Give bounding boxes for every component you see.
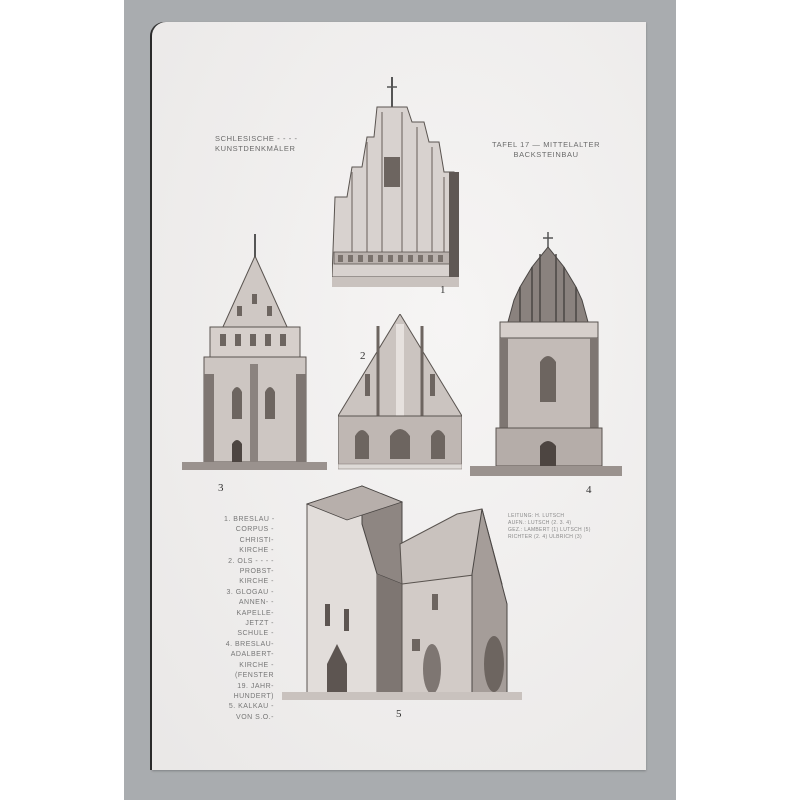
legend-line: ANNEN- -	[238, 599, 274, 607]
figure-number-4: 4	[586, 484, 592, 496]
header-right-line2: BACKSTEINBAU	[513, 150, 579, 159]
header-left: SCHLESISCHE - - - - KUNSTDENKMÄLER	[215, 134, 298, 154]
figure-4-breslau-adalbertkirche	[470, 232, 622, 482]
legend-line: 3. GLOGAU -	[226, 588, 274, 596]
credit-line: RICHTER (2. 4) ULBRICH (3)	[508, 534, 582, 540]
legend-line: KAPELLE-	[236, 609, 274, 617]
legend-line: ADALBERT-	[230, 651, 274, 659]
figure-3-glogau-annenkapelle	[182, 234, 327, 474]
plate-sheet: SCHLESISCHE - - - - KUNSTDENKMÄLER TAFEL…	[152, 22, 646, 770]
legend-line: 19. JAHR-	[237, 682, 274, 690]
figure-legend: 1. BRESLAU - CORPUS - CHRISTI- KIRCHE - …	[224, 515, 274, 723]
credits-block: LEITUNG: H. LUTSCH AUFN.: LUTSCH (2. 3. …	[508, 513, 591, 541]
legend-line: SCHULE -	[237, 630, 274, 638]
legend-line: KIRCHE -	[239, 578, 274, 586]
legend-line: KIRCHE -	[239, 661, 274, 669]
header-left-line2: KUNSTDENKMÄLER	[215, 144, 296, 153]
figure-number-5: 5	[396, 708, 402, 720]
figure-1-gable	[332, 77, 462, 292]
legend-line: CHRISTI-	[239, 536, 274, 544]
legend-line: PROBST-	[239, 568, 274, 576]
header-right: TAFEL 17 — MITTELALTER BACKSTEINBAU	[492, 140, 600, 160]
legend-line: 5. KALKAU -	[228, 703, 274, 711]
figure-number-2: 2	[360, 350, 366, 362]
figure-5-kalkau-church	[282, 484, 522, 704]
credit-line: GEZ.: LAMBERT (1) LUTSCH (5)	[508, 527, 591, 533]
legend-line: 1. BRESLAU -	[224, 516, 275, 523]
legend-line: JETZT -	[245, 620, 274, 628]
legend-line: VON S.O.-	[236, 713, 274, 721]
header-left-line1: SCHLESISCHE - - - -	[215, 134, 298, 143]
legend-line: CORPUS -	[235, 526, 274, 534]
credit-line: LEITUNG: H. LUTSCH	[508, 513, 565, 519]
legend-line: 2. OLS - - - -	[228, 557, 274, 565]
legend-line: HUNDERT)	[233, 692, 274, 700]
figure-2-ols-probstkirche	[338, 314, 462, 472]
figure-number-1: 1	[440, 284, 446, 296]
legend-line: 4. BRESLAU-	[225, 640, 274, 648]
figure-number-3: 3	[218, 482, 224, 494]
legend-line: KIRCHE -	[239, 547, 274, 555]
credit-line: AUFN.: LUTSCH (2. 3. 4)	[508, 520, 572, 526]
legend-line: (FENSTER	[235, 672, 274, 680]
header-right-line1: TAFEL 17 — MITTELALTER	[492, 140, 601, 149]
